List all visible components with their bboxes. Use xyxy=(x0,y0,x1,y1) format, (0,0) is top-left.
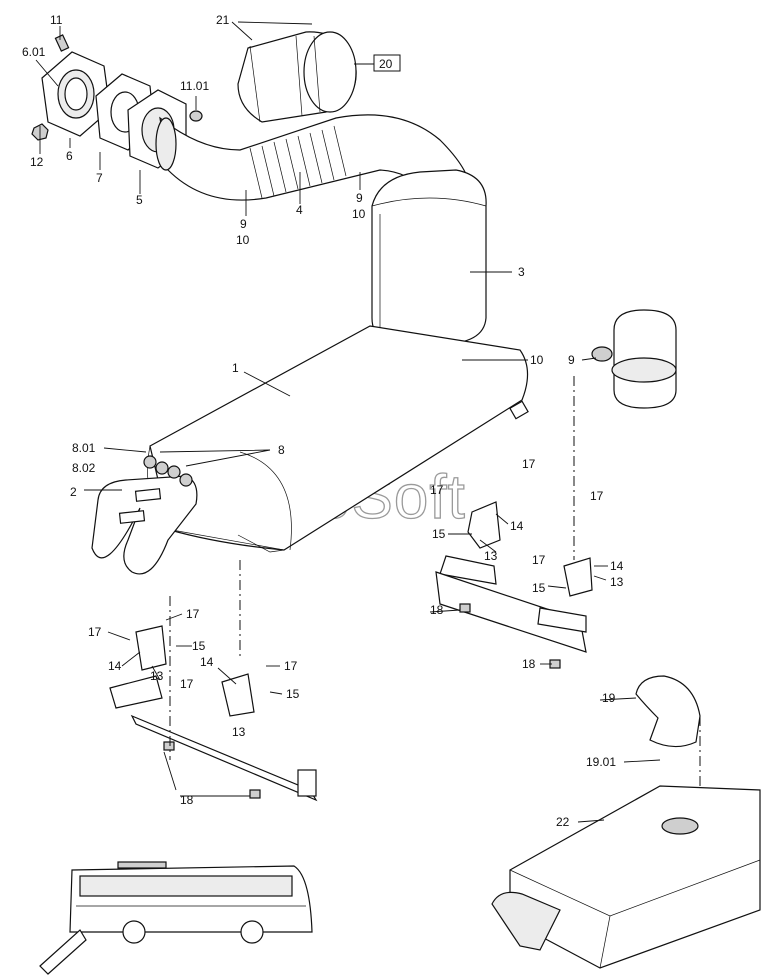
label-18c: 18 xyxy=(522,657,536,671)
label-6-01: 6.01 xyxy=(22,45,46,59)
label-1: 1 xyxy=(232,361,239,375)
flex-pipe xyxy=(155,114,471,201)
label-5: 5 xyxy=(136,193,143,207)
label-13c: 13 xyxy=(484,549,498,563)
bus-illustration xyxy=(39,861,313,975)
label-17a: 17 xyxy=(186,607,200,621)
label-2: 2 xyxy=(70,485,77,499)
label-10b: 10 xyxy=(352,207,366,221)
label-6: 6 xyxy=(66,149,73,163)
main-muffler xyxy=(147,325,529,553)
label-8: 8 xyxy=(278,443,285,457)
label-8-02: 8.02 xyxy=(72,461,96,475)
label-9a: 9 xyxy=(240,217,247,231)
label-14c: 14 xyxy=(510,519,524,533)
label-11: 11 xyxy=(50,13,63,27)
label-20: 20 xyxy=(379,57,393,71)
label-19-01: 19.01 xyxy=(586,755,616,769)
pipe-sleeve xyxy=(237,31,357,123)
label-17c: 17 xyxy=(284,659,298,673)
label-17e: 17 xyxy=(430,483,444,497)
label-21: 21 xyxy=(216,13,230,27)
label-13b: 13 xyxy=(232,725,246,739)
tailpipes xyxy=(91,455,198,575)
label-14d: 14 xyxy=(610,559,624,573)
label-15b: 15 xyxy=(286,687,300,701)
label-13a: 13 xyxy=(150,669,164,683)
label-13d: 13 xyxy=(610,575,624,589)
label-10a: 10 xyxy=(236,233,250,247)
label-9b: 9 xyxy=(356,191,363,205)
label-7: 7 xyxy=(96,171,103,185)
tank-assembly xyxy=(491,675,761,969)
label-18a: 18 xyxy=(180,793,194,807)
leader-lines xyxy=(35,21,661,823)
label-22: 22 xyxy=(556,815,570,829)
mount-bracket-right-upper xyxy=(435,501,587,653)
label-19: 19 xyxy=(602,691,616,705)
label-14b: 14 xyxy=(200,655,214,669)
label-17f: 17 xyxy=(522,457,536,471)
label-9c: 9 xyxy=(568,353,575,367)
label-17h: 17 xyxy=(532,553,546,567)
label-10c: 10 xyxy=(530,353,544,367)
label-17d: 17 xyxy=(180,677,194,691)
label-15d: 15 xyxy=(532,581,546,595)
mount-bracket-left xyxy=(109,625,318,802)
label-17b: 17 xyxy=(88,625,102,639)
label-8-01: 8.01 xyxy=(72,441,96,455)
label-4: 4 xyxy=(296,203,303,217)
label-3: 3 xyxy=(518,265,525,279)
label-15a: 15 xyxy=(192,639,206,653)
part-labels: 11 6.01 12 6 7 5 11.01 21 20 4 9 10 9 10… xyxy=(22,13,624,829)
label-17g: 17 xyxy=(590,489,604,503)
label-14a: 14 xyxy=(108,659,122,673)
label-18b: 18 xyxy=(430,603,444,617)
outlet-pipe xyxy=(591,309,677,409)
label-15c: 15 xyxy=(432,527,446,541)
label-12: 12 xyxy=(30,155,44,169)
label-11-01: 11.01 xyxy=(180,79,209,93)
